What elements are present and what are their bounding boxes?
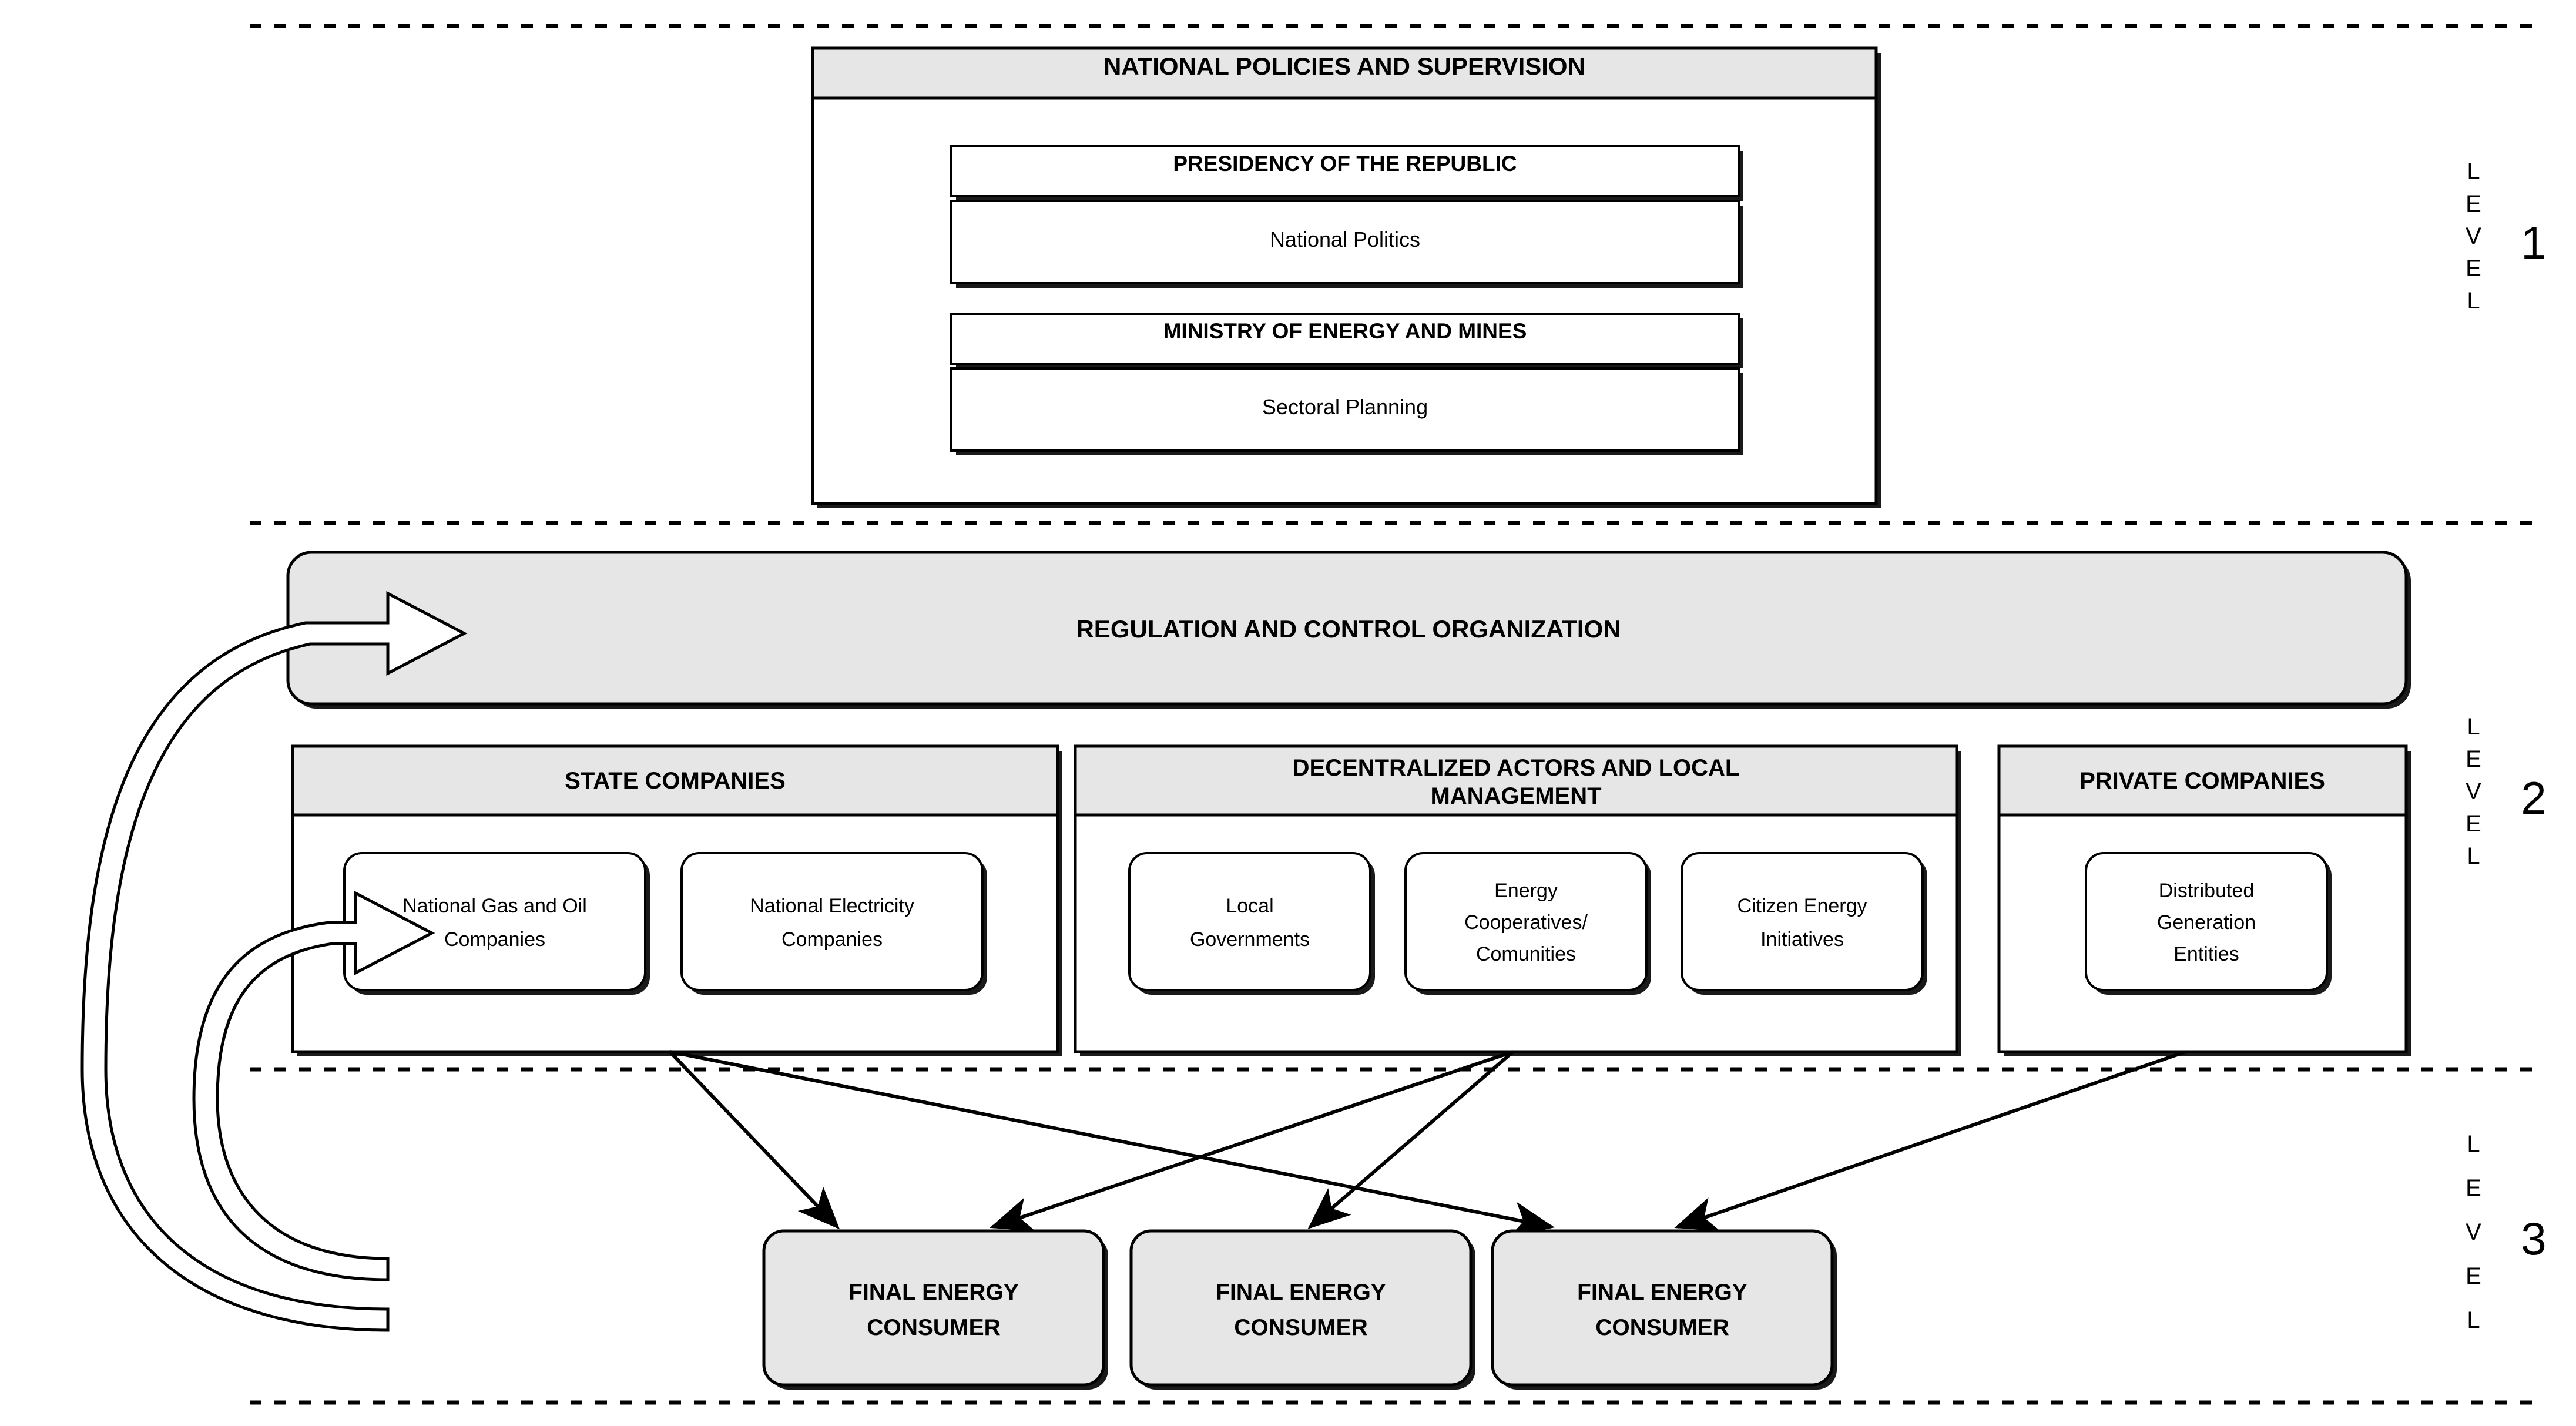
level-3-number: 3: [2521, 1213, 2546, 1264]
level1-panel: NATIONAL POLICIES AND SUPERVISION PRESID…: [811, 46, 1881, 508]
card-citizen-energy-body: [1681, 852, 1924, 991]
consumer-1: FINAL ENERGY CONSUMER: [762, 1229, 1108, 1390]
state-companies-header: [291, 744, 1059, 817]
level-1-letter-0: L: [2467, 159, 2480, 184]
card-distributed-generation-line2: Generation: [2157, 911, 2256, 934]
level-1-letter-3: E: [2466, 256, 2482, 281]
card-energy-cooperatives: Energy Cooperatives/ Comunities: [1404, 852, 1651, 995]
level-1-letter-4: L: [2467, 288, 2480, 314]
level-label-1: L E V E L 1: [2466, 159, 2547, 314]
connector-decentralized-to-consumer2: [1307, 1050, 1514, 1229]
consumer-3-body: [1491, 1229, 1834, 1387]
consumer-2-body: [1129, 1229, 1473, 1387]
card-national-electricity-line1: National Electricity: [750, 895, 914, 917]
ministry-header-label: MINISTRY OF ENERGY AND MINES: [1163, 319, 1527, 343]
ministry-block: MINISTRY OF ENERGY AND MINES Sectoral Pl…: [950, 313, 1743, 455]
card-energy-cooperatives-line2: Cooperatives/: [1464, 911, 1588, 934]
card-local-governments-line2: Governments: [1190, 928, 1310, 951]
consumer-1-line2: CONSUMER: [867, 1315, 1001, 1340]
consumer-3-line2: CONSUMER: [1595, 1315, 1729, 1340]
regulator-bar: REGULATION AND CONTROL ORGANIZATION: [286, 551, 2411, 709]
level-2-letter-1: E: [2466, 746, 2482, 772]
connectors-level2-to-level3: [668, 1050, 2186, 1237]
decentralized-header-line2: MANAGEMENT: [1430, 783, 1601, 809]
level-3-letter-4: L: [2467, 1307, 2480, 1333]
card-distributed-generation: Distributed Generation Entities: [2085, 852, 2332, 995]
level-2-number: 2: [2521, 772, 2546, 824]
presidency-block: PRESIDENCY OF THE REPUBLIC National Poli…: [950, 145, 1743, 288]
card-distributed-generation-body: [2085, 852, 2328, 991]
group-state-companies: STATE COMPANIES National Gas and Oil Com…: [291, 744, 1062, 1056]
ministry-body: [950, 367, 1740, 452]
group-decentralized-actors: DECENTRALIZED ACTORS AND LOCAL MANAGEMEN…: [1074, 744, 1961, 1056]
group-private-companies: PRIVATE COMPANIES Distributed Generation…: [1997, 744, 2411, 1056]
level-3-letter-0: L: [2467, 1131, 2480, 1157]
card-national-electricity: National Electricity Companies: [680, 852, 987, 995]
card-national-electricity-body: [680, 852, 984, 991]
level-3-letter-3: E: [2466, 1263, 2482, 1289]
connector-state-to-consumer1: [668, 1050, 840, 1230]
card-national-gas-oil: National Gas and Oil Companies: [343, 852, 650, 995]
card-national-gas-oil-line1: National Gas and Oil: [402, 895, 587, 917]
level-2-letter-4: L: [2467, 843, 2480, 869]
level-1-number: 1: [2521, 217, 2546, 269]
consumer-1-body: [762, 1229, 1105, 1387]
feedback-arrow-state-companies-shape: [192, 890, 435, 1281]
card-local-governments-body: [1128, 852, 1371, 991]
level-3-letter-2: V: [2466, 1219, 2482, 1245]
card-citizen-energy-line2: Initiatives: [1760, 928, 1844, 951]
card-energy-cooperatives-line3: Comunities: [1476, 943, 1576, 965]
feedback-arrow-to-state-companies: [192, 890, 435, 1281]
card-energy-cooperatives-line1: Energy: [1494, 880, 1558, 902]
level-1-letter-1: E: [2466, 191, 2482, 217]
consumer-2-line2: CONSUMER: [1234, 1315, 1368, 1340]
consumer-2-line1: FINAL ENERGY: [1216, 1280, 1386, 1305]
card-local-governments-line1: Local: [1226, 895, 1273, 917]
consumer-3-line1: FINAL ENERGY: [1577, 1280, 1747, 1305]
card-citizen-energy-initiatives: Citizen Energy Initiatives: [1681, 852, 1927, 995]
presidency-body-label: National Politics: [1270, 227, 1420, 251]
level-label-2: L E V E L 2: [2466, 714, 2547, 869]
card-local-governments: Local Governments: [1128, 852, 1375, 995]
card-national-electricity-line2: Companies: [781, 928, 883, 951]
private-companies-header: [1997, 744, 2408, 817]
presidency-header-label: PRESIDENCY OF THE REPUBLIC: [1173, 152, 1517, 176]
level-1-letter-2: V: [2466, 223, 2482, 249]
state-companies-header-label: STATE COMPANIES: [565, 768, 786, 794]
card-distributed-generation-line3: Entities: [2174, 943, 2239, 965]
consumer-2: FINAL ENERGY CONSUMER: [1129, 1229, 1475, 1390]
connector-state-to-consumer3: [669, 1050, 1555, 1237]
card-energy-cooperatives-body: [1404, 852, 1648, 991]
feedback-arrow-regulator-shape: [80, 590, 468, 1332]
consumer-3: FINAL ENERGY CONSUMER: [1491, 1229, 1837, 1390]
card-distributed-generation-line1: Distributed: [2159, 880, 2255, 902]
private-companies-header-label: PRIVATE COMPANIES: [2079, 768, 2325, 794]
decentralized-header: [1074, 744, 1958, 817]
presidency-body: [950, 200, 1740, 284]
regulator-bar-label: REGULATION AND CONTROL ORGANIZATION: [1076, 615, 1621, 643]
level-2-letter-2: V: [2466, 779, 2482, 804]
level-label-3: L E V E L 3: [2466, 1131, 2547, 1333]
connector-private-to-consumer3: [1674, 1050, 2186, 1231]
consumer-1-line1: FINAL ENERGY: [848, 1280, 1019, 1305]
presidency-header: [950, 145, 1740, 197]
decentralized-header-line1: DECENTRALIZED ACTORS AND LOCAL: [1293, 755, 1740, 781]
feedback-arrow-to-regulator: [80, 590, 468, 1332]
level-3-letter-1: E: [2466, 1175, 2482, 1201]
connector-decentralized-to-consumer1: [990, 1050, 1514, 1232]
card-citizen-energy-line1: Citizen Energy: [1737, 895, 1867, 917]
level1-panel-header: [811, 46, 1878, 100]
ministry-header: [950, 313, 1740, 365]
ministry-body-label: Sectoral Planning: [1262, 395, 1428, 419]
level-2-letter-3: E: [2466, 811, 2482, 837]
level-2-letter-0: L: [2467, 714, 2480, 740]
card-national-gas-oil-line2: Companies: [444, 928, 545, 951]
level1-panel-header-label: NATIONAL POLICIES AND SUPERVISION: [1103, 52, 1585, 80]
